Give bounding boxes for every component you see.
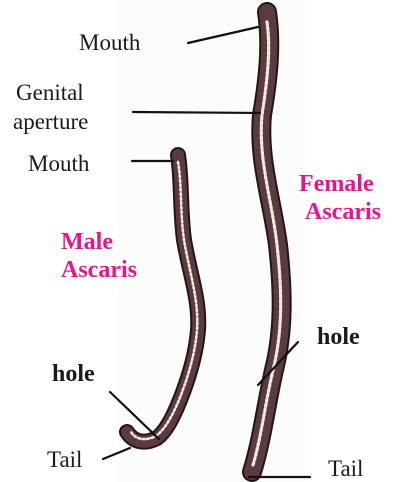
female-ascaris-title-line1: Female — [299, 170, 374, 199]
female-tail-label: Tail — [328, 455, 363, 482]
male-mouth-label: Mouth — [28, 150, 89, 177]
genital-aperture-label-line2: aperture — [13, 108, 88, 135]
female-ascaris-body — [252, 12, 282, 472]
female-ascaris-title-line2: Ascaris — [305, 198, 381, 227]
genital-aperture-label-line1: Genital — [16, 79, 84, 106]
male-ascaris-title-line1: Male — [61, 228, 113, 257]
genital-aperture-leader — [133, 112, 260, 113]
male-ascaris-title-line2: Ascaris — [61, 256, 137, 285]
male-tail-label: Tail — [47, 446, 82, 473]
female-mouth-leader — [188, 27, 258, 43]
female-hole-label: hole — [317, 323, 360, 351]
female-mouth-label: Mouth — [79, 29, 140, 56]
male-tail-leader — [103, 448, 130, 459]
male-hole-label: hole — [52, 360, 95, 388]
male-worm-outline — [127, 155, 198, 442]
male-ascaris-body — [127, 155, 198, 442]
